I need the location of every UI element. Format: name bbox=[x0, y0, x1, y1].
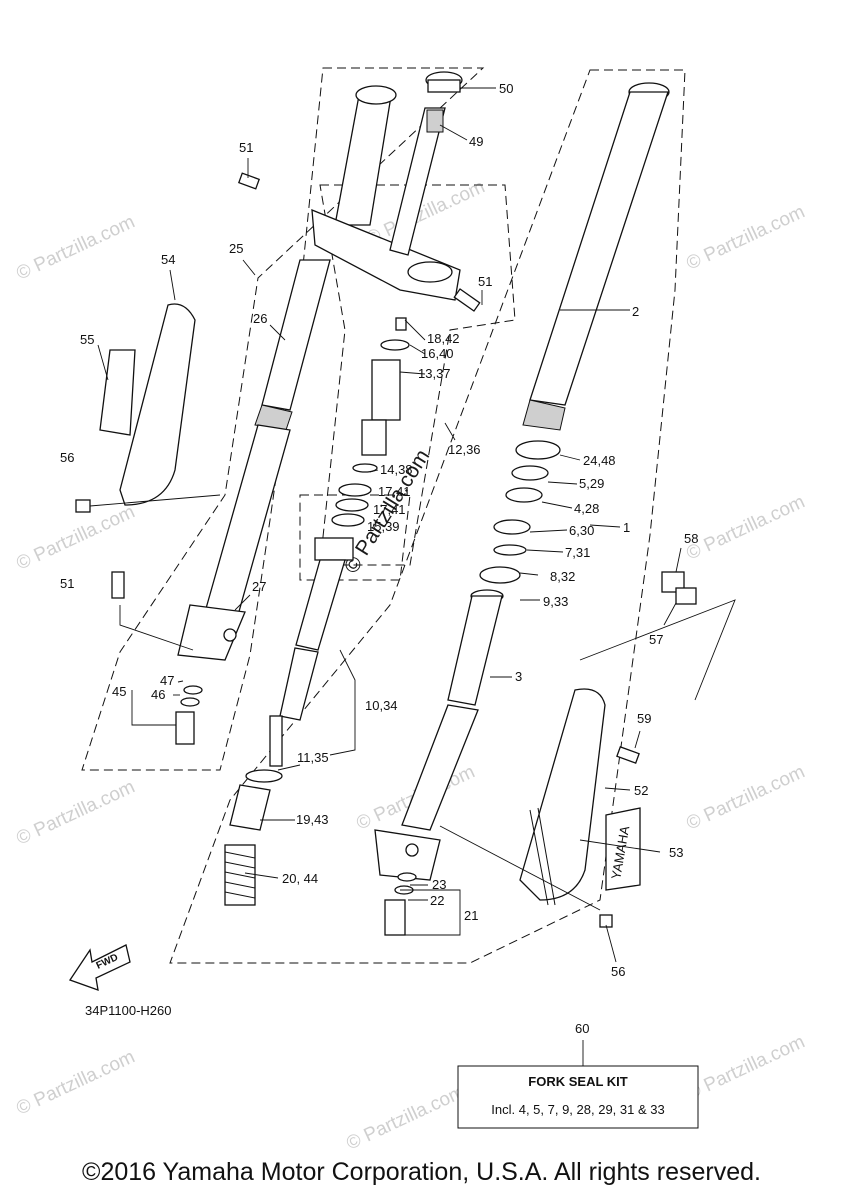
leader-lines bbox=[89, 87, 736, 1066]
callout-47: 47 bbox=[160, 673, 174, 688]
left-fork-assembly-outline bbox=[81, 67, 485, 771]
diagram-code: 34P1100-H260 bbox=[85, 1003, 172, 1018]
callout-labels: 50 49 51 51 51 54 25 26 55 2 18,42 16,40… bbox=[60, 81, 698, 1036]
callout-5-29: 5,29 bbox=[579, 476, 604, 491]
callout-4-28: 4,28 bbox=[574, 501, 599, 516]
fwd-arrow-icon: FWD bbox=[68, 944, 131, 991]
callout-15-39: 15,39 bbox=[367, 519, 400, 534]
callout-1: 1 bbox=[623, 520, 630, 535]
callout-27: 27 bbox=[252, 579, 266, 594]
watermark: © Partzilla.com bbox=[343, 1081, 468, 1154]
kit-contents: Incl. 4, 5, 7, 9, 28, 29, 31 & 33 bbox=[491, 1102, 664, 1117]
callout-14-38: 14,38 bbox=[380, 462, 413, 477]
callout-49: 49 bbox=[469, 134, 483, 149]
callout-25: 25 bbox=[229, 241, 243, 256]
callout-56: 56 bbox=[60, 450, 74, 465]
fork-seal-kit-box: FORK SEAL KIT Incl. 4, 5, 7, 9, 28, 29, … bbox=[457, 1065, 699, 1129]
callout-56: 56 bbox=[611, 964, 625, 979]
inner-tube-right bbox=[522, 82, 670, 431]
callout-58: 58 bbox=[684, 531, 698, 546]
steering-stem bbox=[389, 71, 463, 256]
callout-57: 57 bbox=[649, 632, 663, 647]
outer-tube-left bbox=[177, 85, 461, 661]
cartridge-internals bbox=[331, 317, 410, 527]
callout-59: 59 bbox=[637, 711, 651, 726]
watermark: © Partzilla.com bbox=[13, 211, 138, 284]
callout-18-42: 18,42 bbox=[427, 331, 460, 346]
callout-60: 60 bbox=[575, 1021, 589, 1036]
callout-50: 50 bbox=[499, 81, 513, 96]
callout-46: 46 bbox=[151, 687, 165, 702]
left-fork-guard bbox=[75, 303, 196, 513]
callout-8-32: 8,32 bbox=[550, 569, 575, 584]
callout-11-35: 11,35 bbox=[297, 750, 329, 765]
fork-spring bbox=[224, 784, 271, 906]
callout-45: 45 bbox=[112, 684, 126, 699]
damper-rod bbox=[245, 537, 354, 783]
callout-54: 54 bbox=[161, 252, 175, 267]
callout-3: 3 bbox=[515, 669, 522, 684]
assembly-outlines bbox=[81, 67, 686, 964]
callout-22: 22 bbox=[430, 893, 444, 908]
callout-26: 26 bbox=[253, 311, 267, 326]
callout-7-31: 7,31 bbox=[565, 545, 590, 560]
watermark: © Partzilla.com bbox=[13, 776, 138, 849]
callout-17-41: 17,41 bbox=[373, 502, 406, 517]
callout-17-41: 17,41 bbox=[378, 484, 411, 499]
callout-51: 51 bbox=[478, 274, 492, 289]
callout-55: 55 bbox=[80, 332, 94, 347]
watermark: © Partzilla.com bbox=[683, 1031, 808, 1104]
watermark: © Partzilla.com bbox=[683, 201, 808, 274]
callout-53: 53 bbox=[669, 845, 683, 860]
callout-20-44: 20, 44 bbox=[282, 871, 318, 886]
callout-9-33: 9,33 bbox=[543, 594, 568, 609]
callout-16-40: 16,40 bbox=[421, 346, 454, 361]
callout-24-48: 24,48 bbox=[583, 453, 616, 468]
callout-10-34: 10,34 bbox=[365, 698, 398, 713]
right-fork-guard: YAMAHA bbox=[519, 688, 641, 928]
watermark: © Partzilla.com bbox=[683, 491, 808, 564]
watermark: © Partzilla.com bbox=[683, 761, 808, 834]
seal-stack bbox=[479, 440, 561, 584]
callout-19-43: 19,43 bbox=[296, 812, 329, 827]
callout-2: 2 bbox=[632, 304, 639, 319]
damper-subassembly-outline bbox=[299, 494, 411, 581]
callout-52: 52 bbox=[634, 783, 648, 798]
outer-tube-right bbox=[374, 589, 504, 881]
callout-13-37: 13,37 bbox=[418, 366, 451, 381]
guard-bracket bbox=[661, 571, 697, 605]
bolts bbox=[111, 172, 481, 599]
watermark: © Partzilla.com bbox=[13, 1046, 138, 1119]
callout-51: 51 bbox=[60, 576, 74, 591]
callout-51: 51 bbox=[239, 140, 253, 155]
copyright-notice: ©2016 Yamaha Motor Corporation, U.S.A. A… bbox=[82, 1158, 761, 1186]
right-fork-assembly-outline bbox=[169, 69, 686, 964]
kit-title: FORK SEAL KIT bbox=[528, 1074, 627, 1089]
callout-23: 23 bbox=[432, 877, 446, 892]
callout-12-36: 12,36 bbox=[448, 442, 481, 457]
cartridge-assembly-outline bbox=[319, 184, 516, 566]
axle-holder-bolts bbox=[175, 685, 417, 936]
callout-21: 21 bbox=[464, 908, 478, 923]
callout-6-30: 6,30 bbox=[569, 523, 594, 538]
